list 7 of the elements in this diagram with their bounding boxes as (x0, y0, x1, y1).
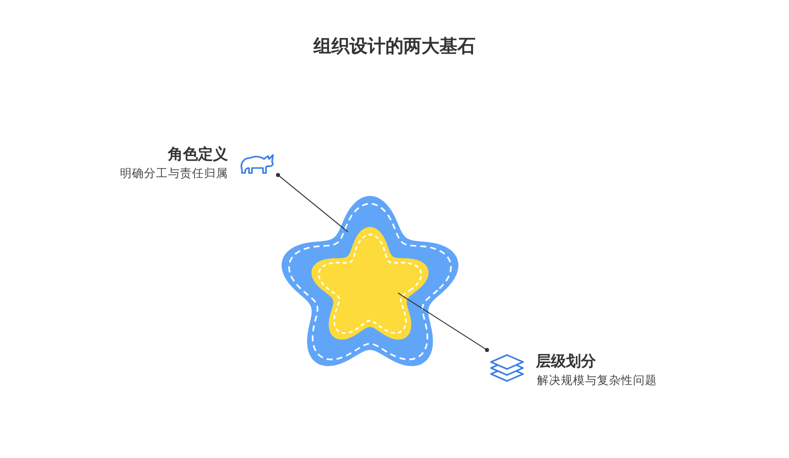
heading: 角色定义 (168, 145, 228, 164)
description: 解决规模与复杂性问题 (537, 373, 657, 388)
title: 组织设计的两大基石 (312, 35, 476, 58)
description: 明确分工与责任归属 (120, 166, 228, 181)
heading: 层级划分 (536, 352, 596, 371)
leader-line (276, 173, 348, 232)
leader-line (398, 292, 489, 352)
